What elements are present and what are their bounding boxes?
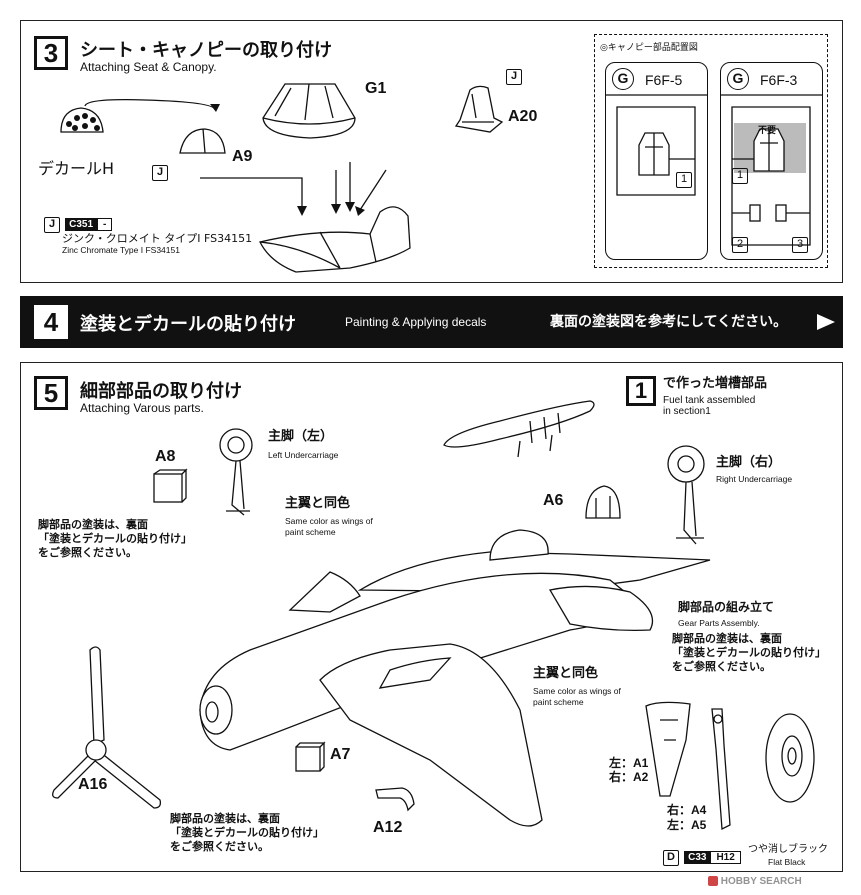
wing-color-1-en2: paint scheme [285, 527, 336, 537]
a7-part-drawing [295, 741, 326, 772]
gear-assembly-en: Gear Parts Assembly. [678, 618, 760, 628]
right-gear-en: Right Undercarriage [716, 474, 793, 484]
note-bottom: 脚部品の塗装は、裏面 「塗装とデカールの貼り付け」 をご参照ください。 [170, 812, 324, 853]
unneeded-label: 不要 [758, 126, 777, 136]
step3-number: 3 [34, 36, 68, 70]
section1-ref-en2: in section1 [663, 406, 711, 417]
watermark: HOBBY SEARCH [708, 876, 802, 887]
wing-color-2-en1: Same color as wings of [533, 686, 621, 696]
a16-propeller-drawing [52, 646, 162, 809]
a12-label: A12 [373, 819, 403, 836]
gear-assembly-jp: 脚部品の組み立て [678, 600, 775, 614]
step5-title-en: Attaching Varous parts. [80, 401, 204, 415]
step4-number: 4 [34, 305, 68, 339]
g-badge-f6f5: G [612, 68, 634, 90]
right-gear-jp: 主脚（右） [716, 455, 782, 470]
left-gear-jp: 主脚（左） [268, 429, 334, 444]
f6f3-label: F6F-3 [760, 72, 798, 88]
step4-bar [20, 296, 843, 348]
a20-label: A20 [508, 108, 538, 125]
g1-canopy-drawing [262, 83, 356, 139]
j-marker-a20: J [506, 64, 522, 85]
wing-color-2-en2: paint scheme [533, 697, 584, 707]
fuel-tank-drawing [443, 400, 595, 458]
a7-label: A7 [330, 746, 351, 763]
f6f5-sprue-detail [605, 94, 708, 196]
left-gear-drawing [219, 428, 253, 516]
step4-title-jp: 塗装とデカールの貼り付け [80, 314, 296, 335]
wing-color-1-en1: Same color as wings of [285, 516, 373, 526]
left-gear-en: Left Undercarriage [268, 450, 339, 460]
cockpit-fuselage-drawing [200, 162, 411, 273]
gear-wheel-drawing [765, 713, 815, 803]
sprue-f6f3 [720, 62, 823, 260]
step5-paint-en: Flat Black [768, 857, 806, 867]
f6f3-sprue-detail [720, 94, 823, 246]
decal-h-drawing [60, 98, 220, 133]
section1-ref-en1: Fuel tank assembled [663, 395, 756, 406]
step3-paint-en: Zinc Chromate Type I FS34151 [62, 245, 180, 255]
step5-title-jp: 細部部品の取り付け [80, 381, 242, 402]
note-left: 脚部品の塗装は、裏面 「塗装とデカールの貼り付け」 をご参照ください。 [38, 518, 192, 559]
parts-r2: 右：A4 [667, 803, 707, 817]
g1-label: G1 [365, 80, 387, 97]
f6f5-n1: 1 [676, 167, 692, 188]
a12-part-drawing [375, 787, 415, 812]
a20-seat-drawing [454, 85, 504, 133]
a9-part-drawing [179, 128, 226, 154]
gear-assembly-note: 脚部品の塗装は、裏面 「塗装とデカールの貼り付け」 をご参照ください。 [672, 632, 826, 673]
f6f3-n3: 3 [792, 232, 808, 253]
step5-number: 5 [34, 376, 68, 410]
a16-label: A16 [78, 776, 108, 793]
step3-paint-jp: ジンク・クロメイト タイプⅠ FS34151 [62, 232, 253, 245]
g-badge-f6f3: G [727, 68, 749, 90]
watermark-icon [708, 876, 718, 887]
decal-h-label: デカールH [38, 159, 115, 178]
airplane-drawing [199, 529, 711, 827]
a6-part-drawing [585, 485, 621, 519]
step5-paint-jp: つや消しブラック [748, 844, 828, 855]
parts-r1: 右：A2 [609, 770, 649, 784]
f6f3-n2: 2 [732, 232, 748, 253]
f6f3-n1: 1 [732, 163, 748, 184]
section1-ref-number: 1 [626, 376, 656, 406]
parts-l1: 左：A1 [609, 756, 649, 770]
step4-note: 裏面の塗装図を参考にしてください。 [550, 314, 788, 330]
a8-part-drawing [153, 468, 188, 503]
a6-label: A6 [543, 492, 564, 509]
f6f5-label: F6F-5 [645, 72, 683, 88]
j-marker-a9: J [152, 160, 168, 181]
canopy-layout-inset [594, 34, 828, 268]
sprue-f6f5 [605, 62, 708, 260]
a9-label: A9 [232, 148, 253, 165]
wing-color-2-jp: 主翼と同色 [533, 666, 599, 681]
step3-panel [20, 20, 843, 283]
step4-title-en: Painting & Applying decals [345, 315, 487, 329]
step4-arrow-icon [817, 314, 835, 330]
gear-door-drawing [645, 701, 691, 797]
step3-title-en: Attaching Seat & Canopy. [80, 60, 217, 74]
right-gear-drawing [667, 445, 705, 545]
parts-l2: 左：A5 [667, 818, 707, 832]
a8-label: A8 [155, 448, 176, 465]
gear-strut-drawing [711, 708, 731, 831]
step3-title-jp: シート・キャノピーの取り付け [80, 40, 332, 61]
section1-ref-jp: で作った増槽部品 [663, 376, 768, 391]
step3-paint-chip: J C351- [44, 212, 113, 233]
inset-title: ◎キャノピー部品配置図 [600, 43, 698, 53]
wing-color-1-jp: 主翼と同色 [285, 496, 351, 511]
